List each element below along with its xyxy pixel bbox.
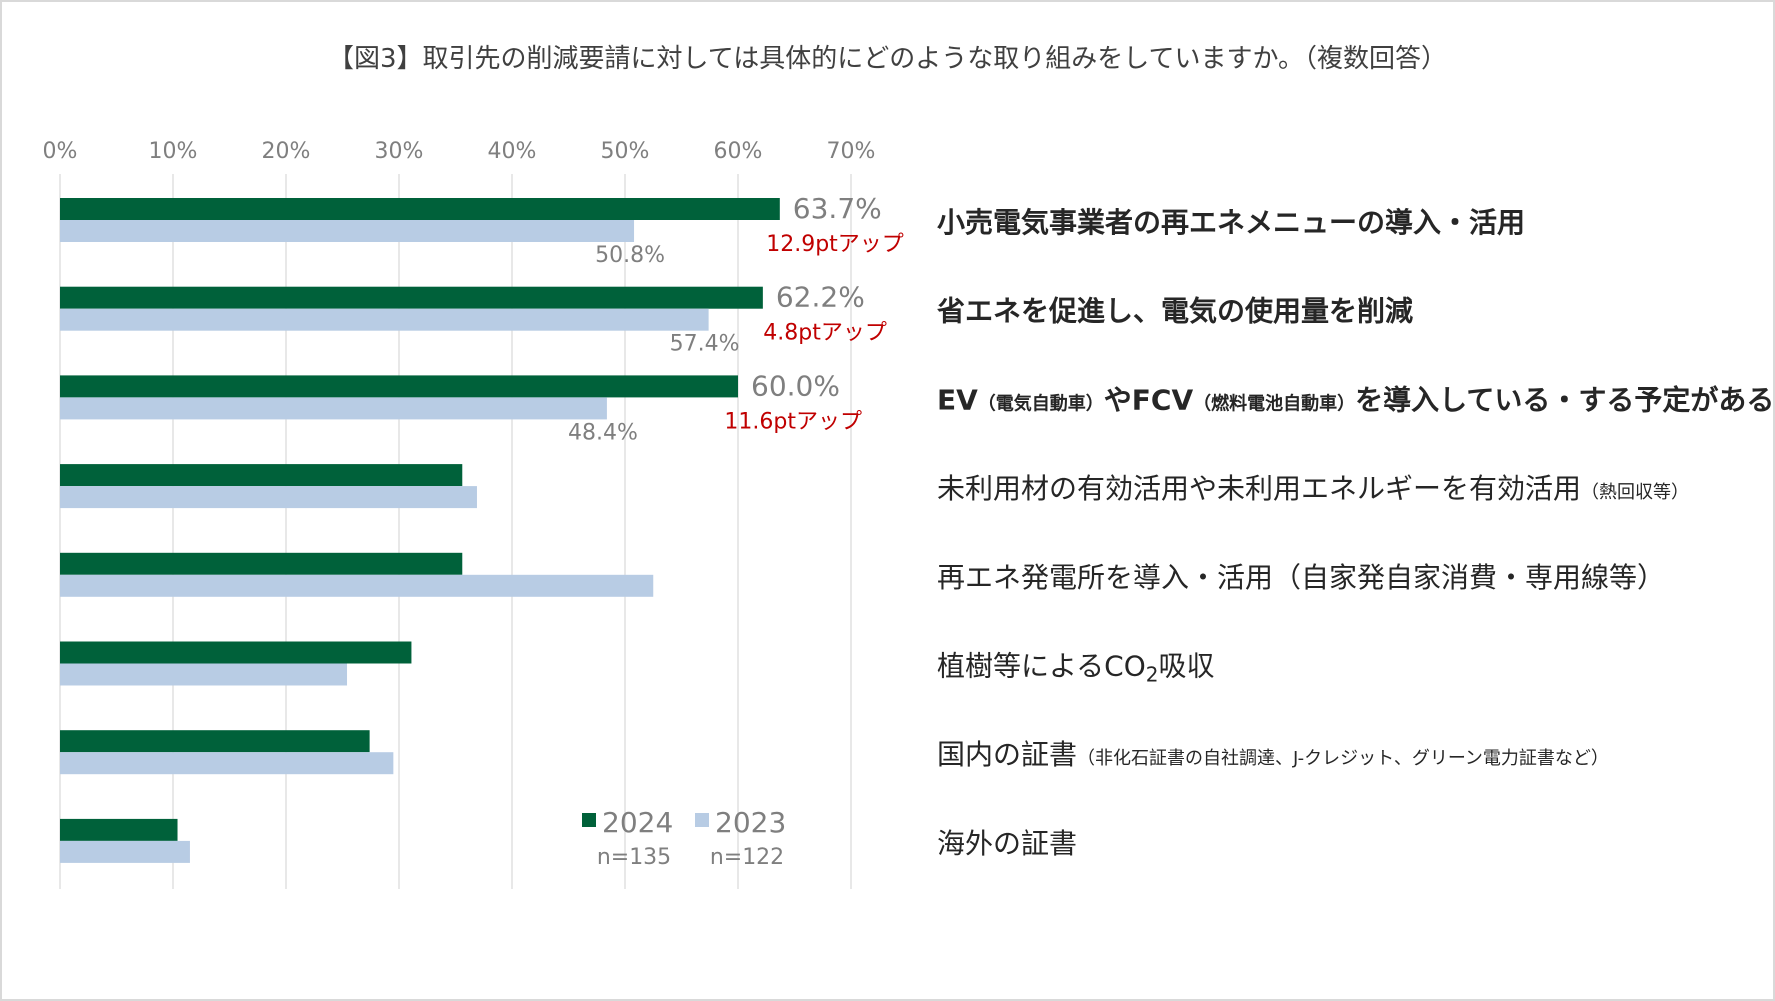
category-label-part: 植樹等によるCO <box>937 650 1146 683</box>
bar-2023 <box>60 220 635 242</box>
chart-title: 【図3】取引先の削減要請に対しては具体的にどのような取り組みをしていますか。（複… <box>328 44 1447 74</box>
x-tick-label: 20% <box>262 139 311 164</box>
value-label-2023: 50.8% <box>595 243 665 268</box>
legend-label: 2023 <box>715 806 786 839</box>
category-label-part: 国内の証書 <box>937 738 1077 771</box>
bar-2023 <box>60 574 654 597</box>
bar-2024 <box>60 730 370 753</box>
category-label-part: （熱回収等） <box>1581 482 1689 503</box>
x-tick-label: 70% <box>827 139 876 164</box>
category-label-part: （燃料電池自動車） <box>1193 392 1355 414</box>
category-label: 未利用材の有効活用や未利用エネルギーを有効活用（熱回収等） <box>937 472 1689 505</box>
category-label-part: を導入している・する予定がある <box>1355 383 1773 416</box>
category-label-part: 未利用材の有効活用や未利用エネルギーを有効活用 <box>937 472 1581 505</box>
category-label: 再エネ発電所を導入・活用（自家発自家消費・専用線等） <box>937 561 1665 594</box>
gridlines <box>59 174 852 889</box>
category-label: EV（電気自動車）やFCV（燃料電池自動車）を導入している・する予定がある <box>937 383 1773 416</box>
value-label-2024: 63.7% <box>793 192 882 225</box>
value-label-2023: 48.4% <box>568 420 638 445</box>
value-label-2024: 62.2% <box>776 281 865 314</box>
category-label-part: EV <box>937 383 978 416</box>
bar-2024 <box>60 198 780 220</box>
legend-swatch <box>695 813 709 827</box>
bar-2023 <box>60 308 709 331</box>
category-label: 植樹等によるCO2吸収 <box>937 650 1215 687</box>
bar-2024 <box>60 375 738 398</box>
increase-label: 4.8ptアップ <box>763 321 887 346</box>
x-tick-label: 40% <box>488 139 537 164</box>
x-tick-label: 10% <box>149 139 198 164</box>
value-label-2023: 57.4% <box>670 332 740 357</box>
category-label: 小売電気事業者の再エネメニューの導入・活用 <box>937 206 1525 239</box>
x-axis-ticks: 0% 10% 20% 30% 40% 50% 60% 70% <box>43 139 876 164</box>
bar-2024 <box>60 552 463 575</box>
legend-swatch <box>582 813 596 827</box>
legend: 2024 n=135 2023 n=122 <box>582 806 786 870</box>
bar-2024 <box>60 641 412 664</box>
category-label: 海外の証書 <box>937 827 1077 860</box>
x-tick-label: 0% <box>43 139 78 164</box>
increase-label: 12.9ptアップ <box>766 232 904 257</box>
bar-2023 <box>60 397 607 420</box>
legend-label: 2024 <box>602 806 673 839</box>
category-label-part: 吸収 <box>1159 650 1215 683</box>
bar-2023 <box>60 840 190 863</box>
value-label-2024: 60.0% <box>751 369 840 402</box>
bar-2023 <box>60 663 348 686</box>
bars <box>60 198 780 863</box>
category-label-part: （電気自動車） <box>978 392 1104 414</box>
category-label: 国内の証書（非化石証書の自社調達、J-クレジット、グリーン電力証書など） <box>937 738 1609 771</box>
bar-2024 <box>60 464 463 487</box>
bar-2024 <box>60 818 178 841</box>
increase-label: 11.6ptアップ <box>724 409 862 434</box>
legend-n-label: n=122 <box>710 845 784 870</box>
x-tick-label: 30% <box>375 139 424 164</box>
bar-2024 <box>60 286 763 309</box>
data-labels: 63.7% 12.9ptアップ 50.8% 62.2% 4.8ptアップ 57.4% 60.… <box>568 192 904 445</box>
category-label: 省エネを促進し、電気の使用量を削減 <box>937 295 1413 328</box>
category-label-part: （非化石証書の自社調達、J-クレジット、グリーン電力証書など） <box>1077 748 1609 769</box>
bar-2023 <box>60 486 477 509</box>
category-label-part: やFCV <box>1104 383 1194 416</box>
legend-n-label: n=135 <box>597 845 671 870</box>
x-tick-label: 60% <box>714 139 763 164</box>
x-tick-label: 50% <box>601 139 650 164</box>
bar-2023 <box>60 752 394 775</box>
category-label-part: 2 <box>1146 663 1159 687</box>
